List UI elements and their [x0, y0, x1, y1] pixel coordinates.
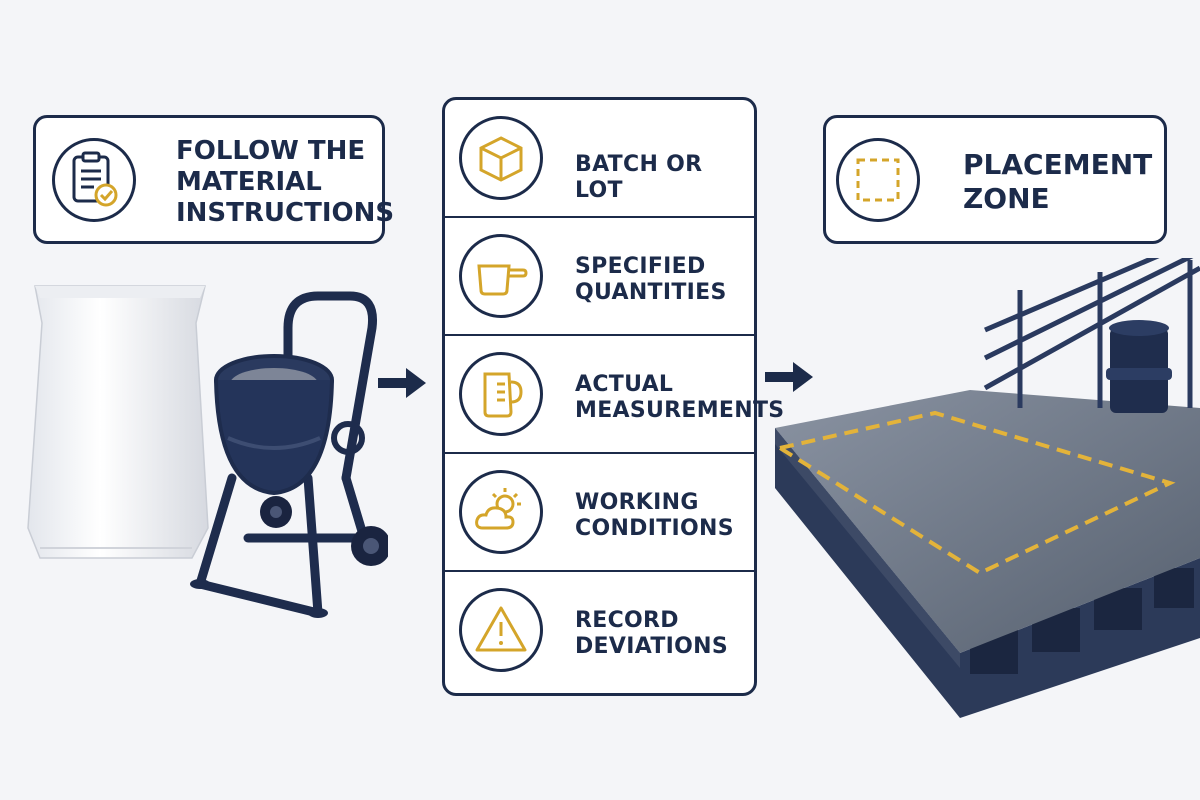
- measuring-scoop-icon: [477, 264, 528, 296]
- step-label-line-1: WORKING: [575, 490, 699, 515]
- placement-icon-circle: [836, 138, 920, 222]
- placement-line-1: PLACEMENT: [963, 148, 1153, 181]
- step-divider: [445, 452, 754, 454]
- step-icon-circle: [459, 234, 543, 318]
- dashed-square-icon: [856, 158, 900, 202]
- placement-zone-card: PLACEMENT ZONE: [823, 115, 1167, 244]
- step-divider: [445, 216, 754, 218]
- step-icon-circle: [459, 352, 543, 436]
- instructions-line-1: FOLLOW THE: [176, 136, 366, 166]
- flow-arrow-right-icon: [765, 362, 813, 392]
- placement-card-label: PLACEMENT ZONE: [963, 148, 1152, 215]
- step-batch-or-lot: BATCH OR LOT: [445, 100, 754, 218]
- step-label-line-1: RECORD: [575, 608, 679, 633]
- step-label-line-2: DEVIATIONS: [575, 634, 728, 660]
- step-label: SPECIFIED QUANTITIES: [575, 254, 727, 307]
- step-specified-quantities: SPECIFIED QUANTITIES: [445, 218, 754, 336]
- material-bag-image: [27, 285, 209, 559]
- step-label: RECORD DEVIATIONS: [575, 608, 728, 661]
- step-label-line-1: SPECIFIED: [575, 254, 706, 279]
- step-label-line-1: BATCH OR LOT: [575, 152, 703, 204]
- requirements-checklist-card: BATCH OR LOT SPECIFIED QUANTITIES: [442, 97, 784, 696]
- box-icon: [479, 136, 523, 182]
- placement-zone-outline: [774, 410, 1176, 576]
- step-record-deviations: RECORD DEVIATIONS: [445, 572, 754, 690]
- step-icon-circle: [459, 116, 543, 200]
- step-label-line-2: QUANTITIES: [575, 280, 727, 306]
- sun-cloud-icon: [475, 488, 521, 530]
- instructions-line-2: MATERIAL: [176, 167, 322, 198]
- step-label: ACTUAL MEASUREMENTS: [575, 372, 784, 425]
- instructions-icon-circle: [52, 138, 136, 222]
- step-label: WORKING CONDITIONS: [575, 490, 734, 543]
- deck-placement-zone-image: [774, 258, 1200, 718]
- flow-arrow-right-icon: [378, 368, 426, 398]
- instructions-card-label: FOLLOW THE MATERIAL INSTRUCTIONS: [176, 136, 394, 230]
- step-actual-measurements: ACTUAL MEASUREMENTS: [445, 336, 784, 454]
- placement-line-2: ZONE: [963, 181, 1050, 215]
- step-divider: [445, 570, 754, 572]
- step-icon-circle: [459, 470, 543, 554]
- measuring-jug-icon: [483, 372, 523, 418]
- step-label: BATCH OR LOT: [575, 152, 754, 205]
- step-label-line-1: ACTUAL: [575, 372, 674, 397]
- step-label-line-2: MEASUREMENTS: [575, 398, 785, 424]
- step-working-conditions: WORKING CONDITIONS: [445, 454, 754, 572]
- clipboard-check-icon: [72, 151, 118, 207]
- step-divider: [445, 334, 754, 336]
- warning-triangle-icon: [475, 606, 527, 652]
- instructions-line-3: INSTRUCTIONS: [176, 198, 395, 229]
- material-instructions-card: FOLLOW THE MATERIAL INSTRUCTIONS: [33, 115, 394, 244]
- cement-mixer-image: [190, 291, 388, 618]
- step-label-line-2: CONDITIONS: [575, 516, 734, 542]
- step-icon-circle: [459, 588, 543, 672]
